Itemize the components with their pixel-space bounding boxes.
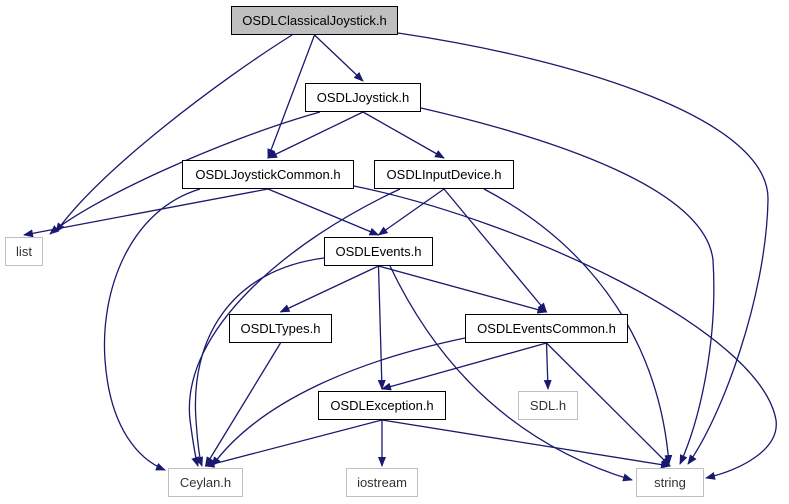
edge-events-to-types — [279, 265, 379, 313]
node-osdl-events-common[interactable]: OSDLEventsCommon.h — [465, 314, 628, 343]
edge-joystick-to-input-device — [362, 111, 445, 159]
node-string: string — [636, 468, 704, 497]
edge-events-common-to-string — [546, 342, 671, 467]
edge-joystick-to-joystick-common — [267, 111, 364, 159]
edge-root-to-list — [55, 34, 293, 233]
edge-joystick-common-to-ceylan — [103, 188, 201, 471]
edge-events-common-to-sdl — [543, 342, 552, 390]
node-osdl-joystick-common[interactable]: OSDLJoystickCommon.h — [182, 160, 354, 189]
edge-types-to-ceylan — [204, 342, 282, 467]
node-osdl-exception[interactable]: OSDLException.h — [318, 391, 446, 420]
edge-events-to-ceylan — [194, 257, 325, 467]
edge-root-to-joystick-common — [267, 34, 316, 159]
edge-input-device-to-events-common — [443, 188, 548, 313]
edge-events-common-to-exception — [381, 342, 547, 391]
edge-joystick-common-to-events — [267, 188, 380, 236]
edge-joystick-to-string — [420, 107, 715, 465]
edge-input-device-to-events — [377, 188, 445, 236]
edge-joystick-common-to-list — [23, 188, 269, 238]
edge-root-to-string — [397, 32, 769, 465]
node-osdl-types[interactable]: OSDLTypes.h — [229, 314, 332, 343]
edge-joystick-common-to-string — [353, 185, 777, 480]
edge-layer — [23, 32, 777, 482]
node-osdl-classical-joystick[interactable]: OSDLClassicalJoystick.h — [231, 6, 398, 35]
edge-events-to-events-common — [378, 265, 548, 314]
edge-joystick-to-list — [49, 111, 321, 235]
node-list: list — [5, 237, 43, 266]
edge-root-to-joystick — [314, 34, 364, 82]
edge-events-to-exception — [377, 265, 386, 390]
node-iostream: iostream — [346, 468, 418, 497]
edge-input-device-to-string — [483, 188, 673, 465]
node-sdl: SDL.h — [518, 391, 578, 420]
edge-exception-to-ceylan — [204, 419, 383, 468]
node-ceylan: Ceylan.h — [168, 468, 243, 497]
node-osdl-events[interactable]: OSDLEvents.h — [324, 237, 433, 266]
edge-events-to-string — [389, 265, 633, 482]
node-osdl-joystick[interactable]: OSDLJoystick.h — [305, 83, 421, 112]
edge-exception-to-string — [381, 419, 671, 469]
node-osdl-input-device[interactable]: OSDLInputDevice.h — [374, 160, 514, 189]
edge-events-common-to-ceylan — [211, 337, 466, 467]
